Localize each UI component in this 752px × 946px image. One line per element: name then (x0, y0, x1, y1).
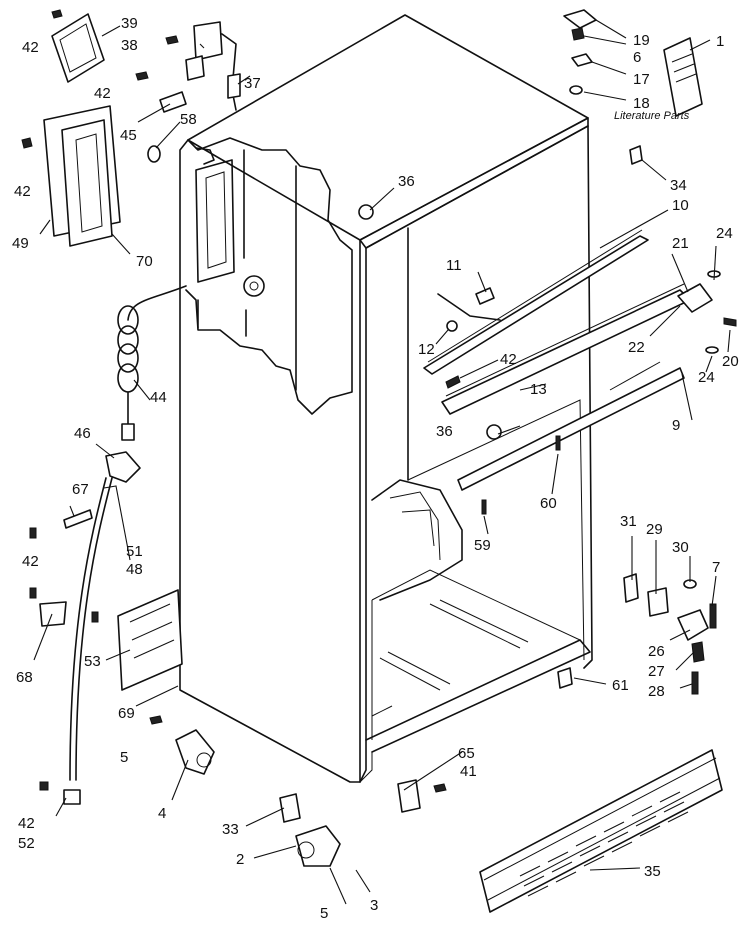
callout-42-lower: 42 (22, 553, 39, 570)
callout-5-bottom: 5 (320, 905, 328, 922)
callout-1: 1 (716, 33, 724, 50)
callout-69: 69 (118, 705, 135, 722)
callout-42-top: 42 (22, 39, 39, 56)
callout-42-left: 42 (14, 183, 31, 200)
callout-11: 11 (446, 257, 462, 274)
callout-27: 27 (648, 663, 665, 680)
top-hinge-parts (563, 9, 643, 165)
callout-5-left: 5 (120, 749, 128, 766)
callout-3: 3 (370, 897, 378, 914)
callout-48: 48 (126, 561, 143, 578)
callout-38: 38 (121, 37, 138, 54)
callout-61: 61 (612, 677, 629, 694)
callout-59: 59 (474, 537, 491, 554)
callout-13: 13 (530, 381, 547, 398)
callout-19: 19 (633, 32, 650, 49)
callout-2: 2 (236, 851, 244, 868)
refrigerator-cabinet (179, 14, 593, 783)
callout-28: 28 (648, 683, 665, 700)
callout-9: 9 (672, 417, 680, 434)
callout-24-bottom: 24 (698, 369, 715, 386)
callout-58: 58 (180, 111, 197, 128)
callout-39: 39 (121, 15, 138, 32)
callout-24-top: 24 (716, 225, 733, 242)
callout-70: 70 (136, 253, 153, 270)
callout-labels: 1 Literature Parts 19 6 17 18 34 36 10 2… (12, 15, 739, 922)
callout-26: 26 (648, 643, 665, 660)
callout-42-bottom: 42 (18, 815, 35, 832)
callout-20: 20 (722, 353, 739, 370)
callout-41: 41 (460, 763, 477, 780)
screws (21, 9, 447, 793)
callout-65: 65 (458, 745, 475, 762)
callout-53: 53 (84, 653, 101, 670)
literature-booklet (663, 37, 703, 117)
callout-22: 22 (628, 339, 645, 356)
callout-30: 30 (672, 539, 689, 556)
callout-60: 60 (540, 495, 557, 512)
callout-34: 34 (670, 177, 687, 194)
callout-44: 44 (150, 389, 167, 406)
callout-42-rail: 42 (500, 351, 517, 368)
shelf-rails (358, 204, 737, 515)
control-parts (43, 13, 241, 247)
callout-17: 17 (633, 71, 650, 88)
drain-and-cord-parts (39, 285, 341, 867)
callout-33: 33 (222, 821, 239, 838)
callout-67: 67 (72, 481, 89, 498)
callout-68: 68 (16, 669, 33, 686)
callout-18: 18 (633, 95, 650, 112)
callout-12: 12 (418, 341, 435, 358)
callout-49: 49 (12, 235, 29, 252)
callout-29: 29 (646, 521, 663, 538)
callout-42-mid: 42 (94, 85, 111, 102)
callout-31: 31 (620, 513, 637, 530)
lower-hinge-parts (397, 573, 717, 813)
callout-36-rail: 36 (436, 423, 453, 440)
toe-grille (479, 749, 723, 913)
callout-21: 21 (672, 235, 689, 252)
callout-10: 10 (672, 197, 689, 214)
callout-51: 51 (126, 543, 143, 560)
callout-52: 52 (18, 835, 35, 852)
callout-7: 7 (712, 559, 720, 576)
callout-37: 37 (244, 75, 261, 92)
callout-45: 45 (120, 127, 137, 144)
leader-lines (33, 19, 731, 905)
callout-6: 6 (633, 49, 641, 66)
callout-36-top: 36 (398, 173, 415, 190)
callout-35: 35 (644, 863, 661, 880)
callout-4: 4 (158, 805, 166, 822)
literature-parts-label: Literature Parts (614, 110, 690, 122)
callout-46: 46 (74, 425, 91, 442)
